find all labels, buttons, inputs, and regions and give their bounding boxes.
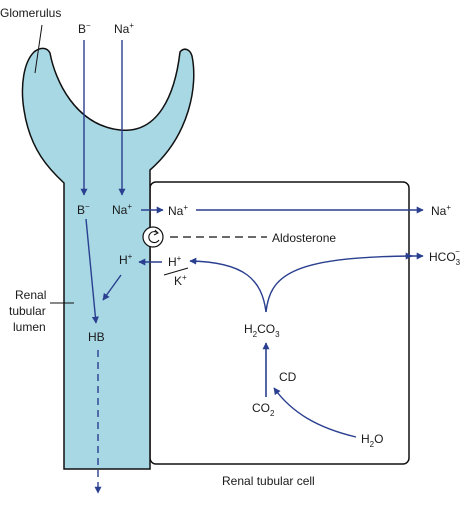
glomerulus-label: Glomerulus [0,6,61,20]
h-k-exchange-slash [163,267,189,276]
renal-tubular-cell-box [149,181,410,465]
k-plus-membrane-label: K+ [174,273,187,288]
b-minus-top-label: B− [78,21,91,36]
hco3-label: HCO3− [429,247,461,267]
h2co3-label: H2CO3 [244,322,280,339]
na-plus-top-label: Na+ [114,21,134,36]
glomerulus-leader-line [34,24,43,74]
aldosterone-label: Aldosterone [272,231,336,245]
h2o-to-co2-curve [273,387,357,438]
cd-label: CD [279,370,297,384]
h2o-label: H2O [361,432,383,449]
b-minus-to-hb-arrow [85,218,99,324]
renal-tubule-shape [21,47,195,470]
h-plus-membrane-label: H+ [168,254,182,269]
h-plus-to-hb-arrow [102,274,122,301]
aldosterone-pump-icon [142,226,164,248]
b-minus-lumen-label: B− [77,202,90,217]
hb-label: HB [88,330,105,344]
h-plus-lumen-label: H+ [119,252,133,267]
co2-label: CO2 [252,401,275,418]
h2co3-to-h-plus-curve [189,257,267,313]
na-plus-lumen-label: Na+ [112,202,132,217]
renal-tubular-lumen-label: Renal tubular lumen [9,288,50,334]
h2co3-to-hco3-curve [265,252,413,313]
na-plus-membrane-label: Na+ [168,203,188,218]
na-plus-blood-label: Na+ [431,203,451,218]
renal-tubular-cell-label: Renal tubular cell [222,474,315,488]
